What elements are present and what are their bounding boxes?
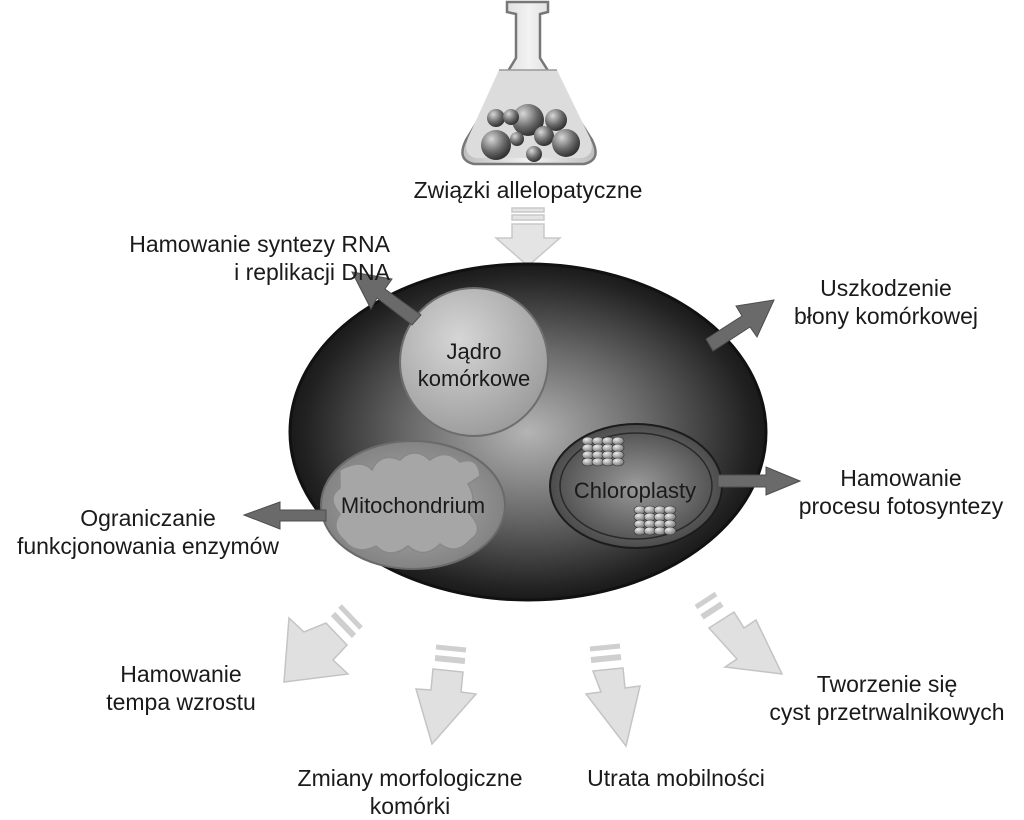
nucleus	[399, 287, 549, 437]
grana-stack	[581, 436, 625, 467]
effect-rna-dna: Hamowanie syntezy RNA i replikacji DNA	[60, 230, 390, 286]
grana-bead	[611, 457, 625, 467]
effect-membrane-line2: błony komórkowej	[793, 303, 979, 329]
nucleus-label-line1: Jądro	[446, 339, 502, 364]
arrow-cysts	[694, 591, 784, 675]
effect-morphology-line2: komórki	[369, 793, 451, 819]
effect-growth: Hamowanie tempa wzrostu	[92, 660, 270, 716]
nucleus-label-line2: komórkowe	[417, 366, 531, 391]
effect-enzymes: Ograniczanie funkcjonowania enzymów	[0, 504, 296, 560]
mitochondrium-label: Mitochondrium	[340, 493, 486, 518]
effect-photosynthesis-line1: Hamowanie	[840, 465, 962, 491]
flask-title: Związki allelopatyczne	[413, 177, 643, 203]
effect-mobility: Utrata mobilności	[587, 765, 765, 791]
nucleus-label: Jądro komórkowe	[404, 338, 544, 392]
effect-photosynthesis: Hamowanie procesu fotosyntezy	[782, 464, 1020, 520]
mitochondrium	[320, 440, 506, 570]
flask-icon	[461, 0, 597, 166]
effect-cysts: Tworzenie się cyst przetrwalnikowych	[750, 670, 1024, 726]
arrow-mobility	[584, 643, 641, 748]
arrow-enzymes	[242, 501, 327, 530]
effect-morphology-line1: Zmiany morfologiczne	[297, 765, 523, 791]
effect-growth-line2: tempa wzrostu	[106, 689, 256, 715]
arrow-growth	[283, 604, 363, 683]
effect-photosynthesis-line2: procesu fotosyntezy	[798, 493, 1004, 519]
effect-enzymes-line2: funkcjonowania enzymów	[16, 533, 280, 559]
effect-enzymes-line1: Ograniczanie	[80, 505, 216, 531]
effect-rna-dna-line2: i replikacji DNA	[234, 259, 390, 285]
effect-morphology: Zmiany morfologiczne komórki	[274, 764, 546, 820]
effect-rna-dna-line1: Hamowanie syntezy RNA	[129, 231, 390, 257]
input-arrow	[494, 207, 562, 267]
effect-membrane-line1: Uszkodzenie	[820, 275, 952, 301]
arrow-membrane	[705, 299, 775, 352]
arrow-photosynthesis	[717, 466, 802, 496]
chloroplast-label: Chloroplasty	[573, 478, 697, 503]
effect-growth-line1: Hamowanie	[120, 661, 242, 687]
arrow-morphology	[414, 644, 478, 746]
grana-stack	[633, 505, 677, 536]
effect-cysts-line1: Tworzenie się	[816, 671, 958, 697]
grana-bead	[663, 526, 677, 536]
effect-cysts-line2: cyst przetrwalnikowych	[769, 699, 1005, 725]
effect-membrane: Uszkodzenie błony komórkowej	[770, 274, 1002, 330]
arrow-rna-dna	[351, 271, 422, 326]
